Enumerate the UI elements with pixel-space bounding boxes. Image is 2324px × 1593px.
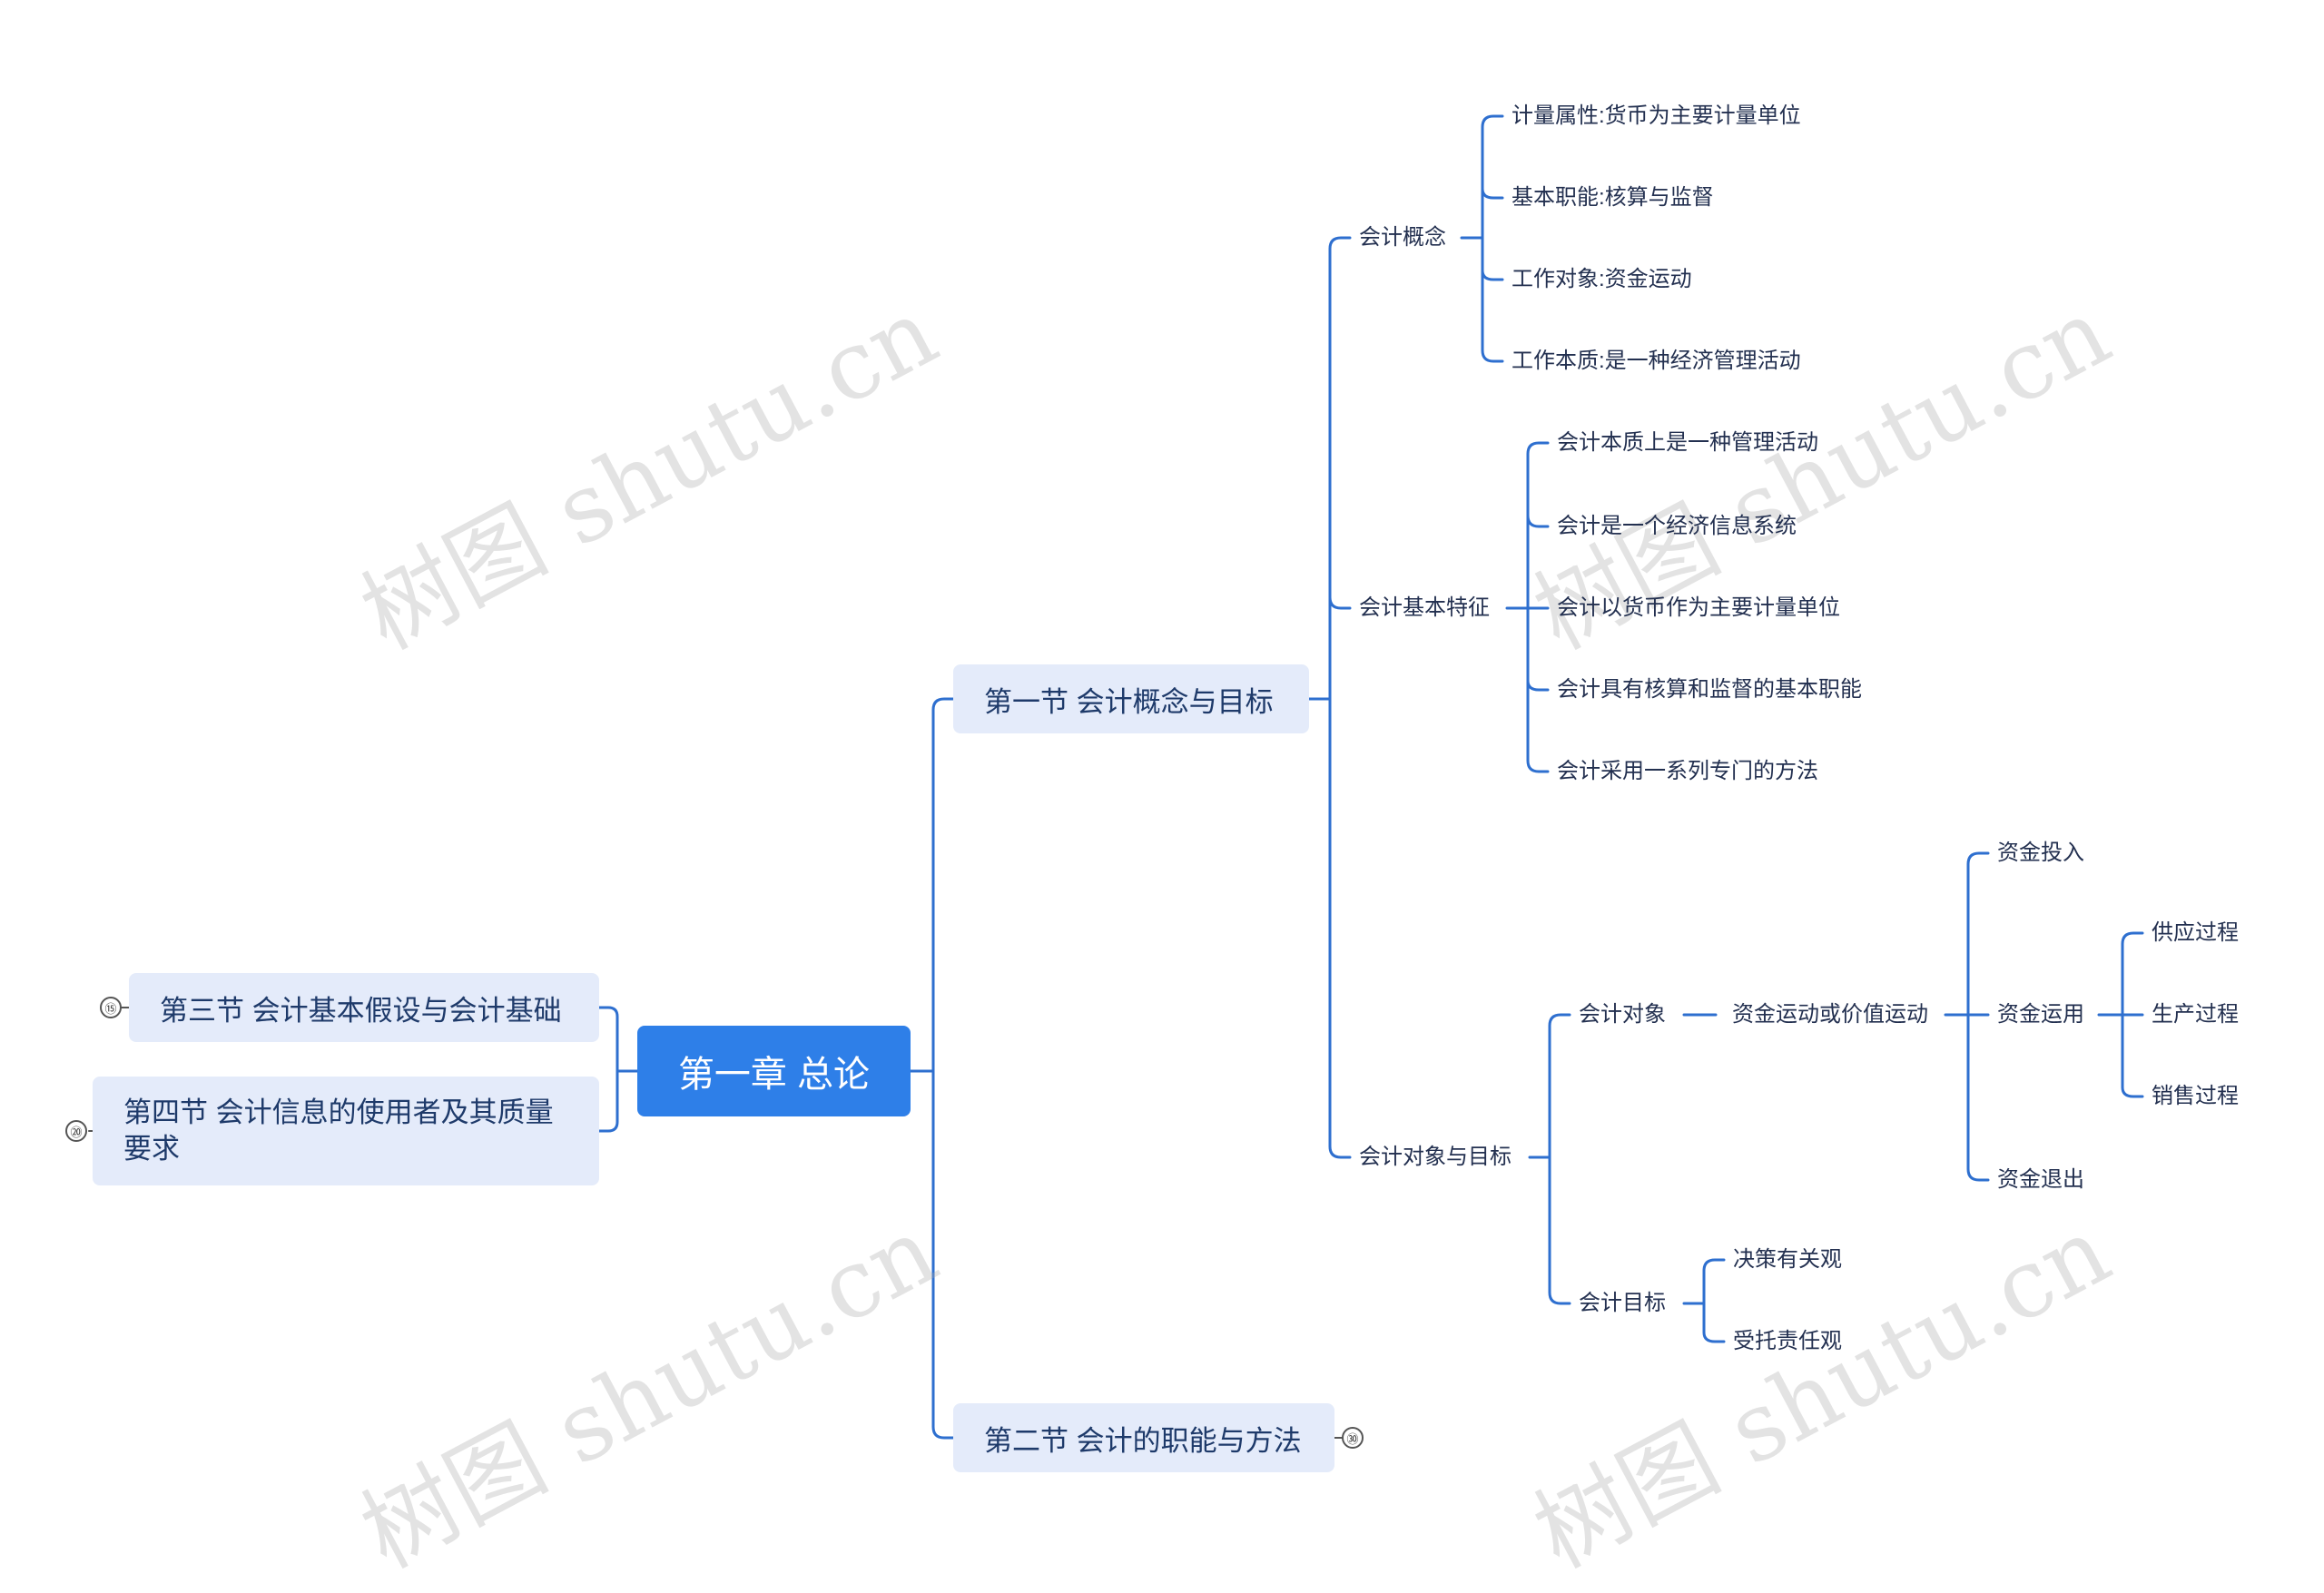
topic-label: 第三节 会计基本假设与会计基础 [160, 994, 562, 1027]
topic-object-and-goal[interactable]: 会计对象与目标 [1359, 1145, 1512, 1169]
root-topic[interactable]: 第一章 总论 [637, 1026, 911, 1116]
topic-leaf[interactable]: 会计本质上是一种管理活动 [1557, 430, 1818, 455]
collapsed-count-badge[interactable]: ⑮ [100, 997, 122, 1018]
topic-leaf[interactable]: 会计以货币作为主要计量单位 [1557, 595, 1840, 620]
topic-leaf[interactable]: 会计具有核算和监督的基本职能 [1557, 677, 1862, 702]
topic-leaf[interactable]: 工作本质:是一种经济管理活动 [1512, 349, 1801, 373]
topic-section-2[interactable]: 第二节 会计的职能与方法 [953, 1403, 1334, 1472]
topic-production-process[interactable]: 生产过程 [2152, 1002, 2239, 1027]
mindmap-canvas: 树图 shutu.cn 树图 shutu.cn 树图 shutu.cn 树图 s… [65, 103, 2239, 1589]
topic-section-4[interactable]: 第四节 会计信息的使用者及其质量要求 [93, 1077, 599, 1185]
topic-fund-movement[interactable]: 资金运动或价值运动 [1732, 1002, 1928, 1027]
topic-label: 第一节 会计概念与目标 [984, 685, 1274, 718]
topic-fund-input[interactable]: 资金投入 [1997, 841, 2084, 865]
connector-lines [88, 114, 2144, 1440]
topic-leaf[interactable]: 决策有关观 [1733, 1247, 1842, 1272]
topic-label: 第二节 会计的职能与方法 [984, 1424, 1302, 1457]
topic-leaf[interactable]: 受托责任观 [1733, 1329, 1842, 1353]
topic-leaf[interactable]: 计量属性:货币为主要计量单位 [1512, 103, 1801, 128]
topic-fund-use[interactable]: 资金运用 [1997, 1002, 2084, 1027]
topic-leaf[interactable]: 基本职能:核算与监督 [1512, 185, 1714, 210]
collapsed-count-badge[interactable]: ㉚ [1342, 1427, 1364, 1449]
topic-section-3[interactable]: 第三节 会计基本假设与会计基础 [129, 973, 599, 1042]
topic-accounting-object[interactable]: 会计对象 [1579, 1002, 1666, 1027]
topic-accounting-goal[interactable]: 会计目标 [1579, 1291, 1666, 1315]
topic-sales-process[interactable]: 销售过程 [2152, 1084, 2239, 1108]
topic-basic-features[interactable]: 会计基本特征 [1359, 595, 1490, 620]
topic-leaf[interactable]: 会计是一个经济信息系统 [1557, 514, 1797, 538]
collapsed-count-badge[interactable]: ⑳ [65, 1120, 87, 1142]
topic-label: 第四节 会计信息的使用者及其质量要求 [123, 1096, 554, 1165]
topic-section-1[interactable]: 第一节 会计概念与目标 [953, 664, 1309, 733]
topic-accounting-concept[interactable]: 会计概念 [1359, 225, 1446, 250]
topic-supply-process[interactable]: 供应过程 [2152, 920, 2239, 945]
topic-fund-exit[interactable]: 资金退出 [1997, 1167, 2084, 1192]
topic-leaf[interactable]: 工作对象:资金运动 [1512, 267, 1692, 291]
topic-leaf[interactable]: 会计采用一系列专门的方法 [1557, 759, 1818, 783]
